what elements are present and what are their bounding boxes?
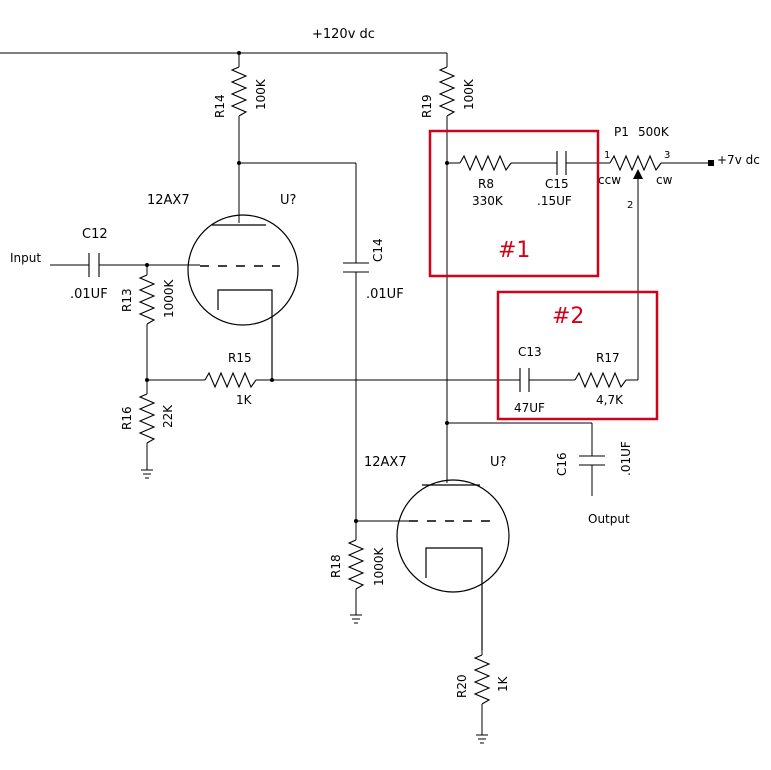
tube-u1-type: 12AX7 [147, 193, 190, 208]
r18-ref: R18 [329, 554, 343, 578]
tube-u2-type: 12AX7 [364, 455, 407, 470]
bias-terminal [708, 160, 714, 166]
r16-value: 22K [161, 404, 175, 428]
r13-ref: R13 [120, 288, 134, 312]
c12-value: .01UF [70, 287, 108, 302]
p1-cw: cw [656, 173, 673, 187]
highlight-box-1 [428, 129, 600, 278]
c13-ref: C13 [518, 345, 542, 359]
tube-u1-ref: U? [280, 193, 296, 208]
p1-pin1: 1 [604, 150, 610, 161]
potentiometer-p1 [609, 154, 662, 172]
r8-value: 330K [472, 194, 504, 208]
capacitor-c14 [343, 163, 369, 521]
r14-ref: R14 [213, 94, 227, 118]
highlight-label-1: #1 [498, 238, 530, 263]
c13-value: 47UF [514, 401, 545, 415]
resistor-r8 [459, 154, 512, 172]
r19-ref: R19 [420, 94, 434, 118]
tube-u2 [396, 479, 510, 650]
resistor-r13 [138, 265, 156, 380]
resistor-r20 [473, 650, 491, 735]
p1-ccw: ccw [598, 173, 621, 187]
bias-voltage-label: +7v dc [717, 153, 760, 167]
r15-value: 1K [236, 393, 253, 407]
r20-ref: R20 [455, 674, 469, 698]
resistor-r17 [574, 371, 627, 389]
resistor-r18 [347, 521, 365, 615]
r14-value: 100K [254, 78, 268, 110]
c15-ref: C15 [545, 177, 569, 191]
r13-value: 1000K [162, 278, 176, 318]
input-label: Input [10, 251, 41, 265]
c14-value: .01UF [366, 287, 404, 302]
ground-symbol [350, 614, 362, 624]
resistor-r14 [230, 53, 248, 163]
c15-value: .15UF [537, 194, 572, 208]
tube-u2-ref: U? [490, 455, 506, 470]
output-label: Output [588, 512, 630, 526]
c14-ref: C14 [371, 238, 385, 262]
highlight-label-2: #2 [552, 304, 584, 329]
capacitor-c12 [50, 253, 200, 277]
highlight-box-2 [496, 290, 659, 421]
r17-value: 4,7K [596, 393, 624, 407]
r20-value: 1K [496, 675, 510, 692]
tube-u1 [187, 214, 299, 380]
p1-pin3: 3 [664, 150, 670, 161]
capacitor-c15 [556, 151, 567, 175]
capacitor-c16 [579, 423, 605, 496]
p1-pin2: 2 [627, 200, 633, 211]
r15-ref: R15 [228, 351, 252, 365]
resistor-r15 [204, 371, 257, 389]
c16-ref: C16 [555, 452, 569, 476]
wiper-arrow-icon [633, 169, 643, 179]
r18-value: 1000K [372, 546, 386, 586]
junction-dot [270, 378, 274, 382]
supply-voltage-label: +120v dc [312, 27, 375, 42]
resistor-r19 [438, 53, 456, 483]
resistor-r16 [138, 380, 156, 470]
r16-ref: R16 [120, 406, 134, 430]
r19-value: 100K [462, 78, 476, 110]
p1-ref: P1 [614, 125, 629, 139]
ground-symbol [141, 469, 153, 479]
c16-value: .01UF [619, 441, 633, 476]
ground-symbol [476, 734, 488, 744]
c12-ref: C12 [82, 227, 108, 242]
p1-value: 500K [638, 125, 670, 139]
r8-ref: R8 [478, 177, 494, 191]
capacitor-c13 [519, 368, 530, 392]
r17-ref: R17 [596, 351, 620, 365]
